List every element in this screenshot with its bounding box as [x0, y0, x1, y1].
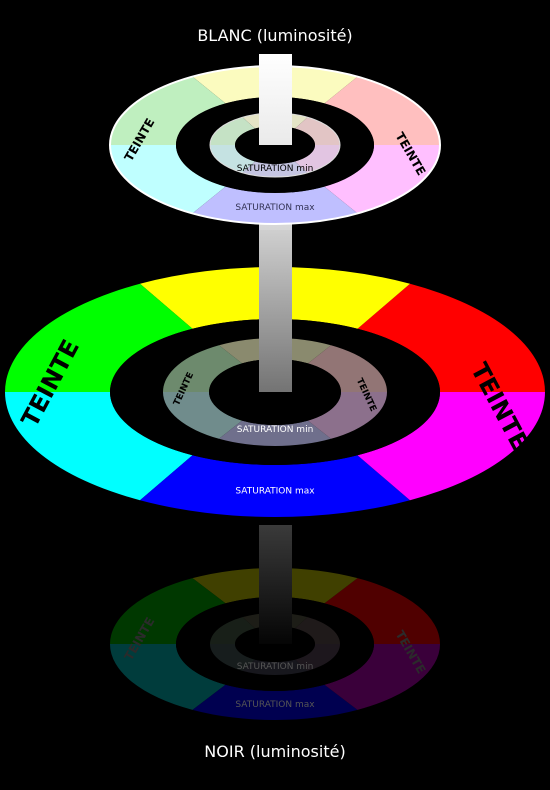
center-hole [209, 392, 341, 425]
outer-sector-cyan-front [5, 392, 193, 501]
center-hole [235, 145, 315, 164]
center-hole [235, 644, 315, 662]
outer-sector-magenta-front [357, 392, 545, 501]
inner-sector-green-back [210, 117, 255, 145]
outer-sector-cyan-front [110, 644, 226, 710]
saturation-min-label: SATURATION min [237, 164, 314, 174]
inner-sector-blue-front [242, 659, 308, 676]
outer-sector-green-back [5, 283, 193, 392]
outer-border [109, 145, 441, 225]
luminosity-axis-lower [259, 525, 292, 655]
saturation-max-label: SATURATION max [235, 700, 315, 710]
outer-sector-red-back [324, 76, 440, 145]
inner-sector-green-back [210, 617, 255, 644]
inner-sector-magenta-front [308, 392, 387, 439]
outer-sector-red-back [324, 578, 441, 644]
white-luminosity-label: BLANC (luminosité) [197, 26, 353, 45]
outer-sector-green-back [110, 76, 226, 145]
inner-sector-blue-front [242, 161, 308, 177]
inner-sector-blue-front [219, 420, 331, 447]
saturation-min-label: SATURATION min [237, 662, 314, 672]
saturation-min-label: SATURATION min [237, 425, 314, 435]
inner-sector-red-back [308, 345, 387, 392]
outer-sector-blue-front [192, 684, 358, 721]
outer-sector-blue-front [140, 455, 410, 517]
inner-sector-magenta-front [295, 644, 340, 671]
inner-sector-cyan-front [163, 392, 242, 439]
saturation-max-label: SATURATION max [235, 203, 315, 213]
outer-sector-green-back [109, 578, 226, 644]
wheel-bottom-front [110, 644, 441, 721]
inner-sector-red-back [295, 617, 340, 644]
inner-border [209, 145, 341, 178]
inner-sector-magenta-front [295, 145, 340, 173]
outer-sector-magenta-front [324, 644, 441, 710]
black-luminosity-label: NOIR (luminosité) [204, 742, 346, 761]
outer-sector-red-back [357, 283, 545, 392]
inner-sector-cyan-front [210, 644, 255, 671]
outer-sector-cyan-front [110, 145, 226, 214]
inner-sector-cyan-front [210, 145, 255, 173]
wheel-top-front [109, 145, 441, 225]
inner-sector-red-back [295, 117, 340, 145]
outer-sector-blue-front [192, 186, 358, 225]
inner-sector-green-back [163, 345, 242, 392]
wheel-middle-front [5, 392, 545, 517]
saturation-max-label: SATURATION max [235, 487, 315, 497]
outer-sector-magenta-front [324, 145, 440, 214]
